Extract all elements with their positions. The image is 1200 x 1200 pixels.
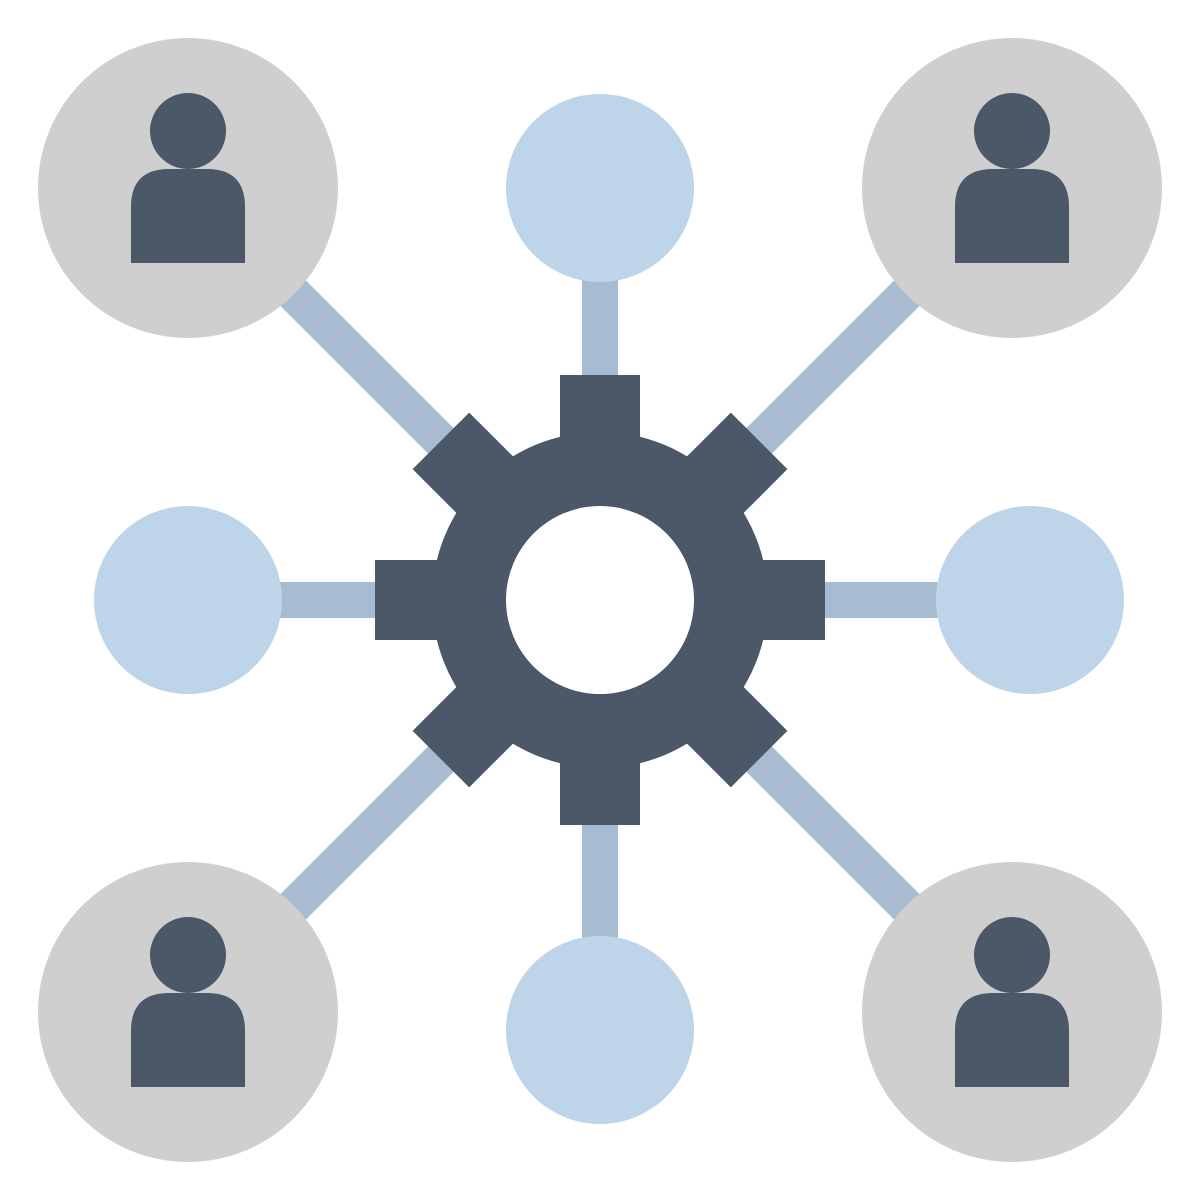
user-node-top-left: [38, 38, 338, 338]
user-icon: [131, 93, 245, 263]
user-icon: [955, 93, 1069, 263]
nodes: [38, 38, 1162, 1162]
user-icon: [131, 917, 245, 1087]
user-body: [131, 169, 245, 263]
data-node-right: [936, 506, 1124, 694]
gear-tooth: [560, 375, 640, 485]
user-head: [150, 93, 226, 169]
gear-tooth: [412, 412, 547, 547]
user-node-bottom-left: [38, 862, 338, 1162]
user-icon: [955, 917, 1069, 1087]
user-node-top-right: [862, 38, 1162, 338]
gear-hole: [506, 506, 694, 694]
gear-tooth: [560, 715, 640, 825]
user-head: [974, 917, 1050, 993]
gear-icon: [375, 375, 825, 825]
hub: [375, 375, 825, 825]
user-body: [955, 169, 1069, 263]
user-head: [974, 93, 1050, 169]
gear-tooth: [653, 412, 788, 547]
user-head: [150, 917, 226, 993]
data-node-top: [506, 94, 694, 282]
user-body: [131, 993, 245, 1087]
gear-tooth: [653, 653, 788, 788]
data-node-bottom: [506, 936, 694, 1124]
data-node-left: [94, 506, 282, 694]
user-node-bottom-right: [862, 862, 1162, 1162]
gear-tooth: [715, 560, 825, 640]
gear-tooth: [375, 560, 485, 640]
user-body: [955, 993, 1069, 1087]
gear-tooth: [412, 653, 547, 788]
